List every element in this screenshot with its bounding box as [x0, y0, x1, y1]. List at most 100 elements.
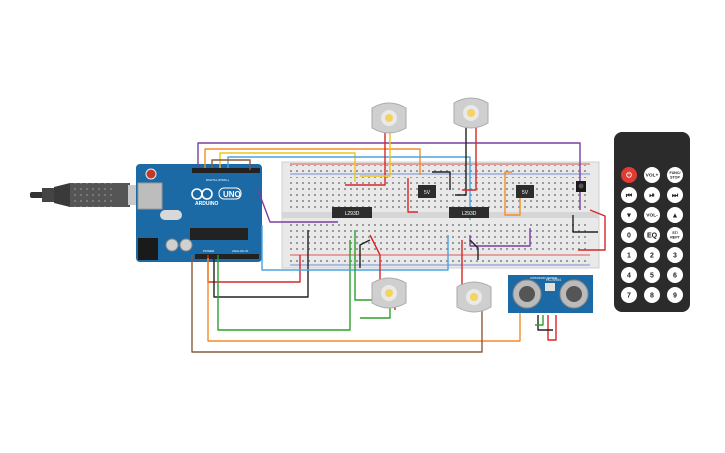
- remote-button-prev-cap: [621, 187, 637, 203]
- dc-motor-2[interactable]: [453, 97, 489, 129]
- wires: [191, 128, 606, 353]
- remote-button-st-rept-cap: [667, 227, 683, 243]
- wire-red-motor1: [345, 133, 386, 186]
- regulator-2-label: 5V: [522, 190, 529, 196]
- wire-black-gnd: [213, 230, 309, 298]
- regulator-1-label: 5V: [424, 190, 431, 196]
- arduino-brand-label: ARDUINO: [195, 201, 218, 207]
- remote-button-digit-7-cap: [621, 287, 637, 303]
- sensor-model-label: HC-SR04: [546, 278, 561, 282]
- remote-button-vol-down-label: VOL-: [646, 213, 658, 219]
- remote-button-digit-6-cap: [667, 267, 683, 283]
- regulator-2[interactable]: 5V: [516, 185, 534, 198]
- remote-button-next-label: ⏭: [672, 192, 679, 199]
- digital-header: [192, 168, 260, 173]
- remote-button-digit-0[interactable]: 0: [621, 227, 637, 243]
- remote-button-eq-cap: [644, 227, 660, 243]
- wire-orange-b: [504, 171, 521, 216]
- wire-brown: [211, 159, 251, 170]
- wire-red-sensor: [547, 315, 557, 341]
- remote-button-func-stop-label: FUNC/: [670, 171, 681, 175]
- wire-blue: [227, 156, 471, 220]
- remote-button-digit-3-cap: [667, 247, 683, 263]
- remote-button-next[interactable]: ⏭: [667, 187, 683, 203]
- remote-button-vol-up-label: VOL+: [646, 173, 659, 179]
- arduino-uno-board[interactable]: ARDUINO UNO DIGITAL (PWM~) POWER ANALOG …: [136, 164, 262, 262]
- remote-button-digit-9[interactable]: 9: [667, 287, 683, 303]
- driver-ic-2-label: L293D: [462, 211, 477, 217]
- remote-button-digit-8-cap: [644, 287, 660, 303]
- remote-button-st-rept[interactable]: ST/REPT: [667, 227, 683, 243]
- dc-motor-1[interactable]: [371, 102, 407, 134]
- wire-red-e: [578, 209, 606, 251]
- remote-button-st-rept-label: ST/: [672, 231, 678, 235]
- wire-red-motor2: [462, 128, 477, 191]
- remote-button-digit-2[interactable]: 2: [644, 247, 660, 263]
- breadboard[interactable]: [281, 161, 600, 269]
- wire-orange: [204, 148, 421, 175]
- reset-button[interactable]: [145, 168, 157, 180]
- remote-button-digit-5-cap: [644, 267, 660, 283]
- sensor-side-label: ULTRASONIC SENSOR: [530, 277, 557, 280]
- analog-pins-label: ANALOG IN: [232, 249, 248, 253]
- remote-button-digit-0-cap: [621, 227, 637, 243]
- remote-button-digit-9-label: 9: [673, 292, 677, 299]
- remote-button-digit-8[interactable]: 8: [644, 287, 660, 303]
- usb-cable[interactable]: [30, 183, 140, 207]
- atmega-chip: [190, 228, 248, 240]
- remote-button-digit-8-label: 8: [650, 292, 654, 299]
- sensor-crystal: [545, 283, 555, 291]
- wire-black-motor2: [455, 128, 467, 196]
- wire-purple-b: [257, 189, 338, 223]
- wire-purple: [197, 142, 581, 210]
- remote-button-digit-7[interactable]: 7: [621, 287, 637, 303]
- remote-button-digit-5[interactable]: 5: [644, 267, 660, 283]
- remote-button-digit-4[interactable]: 4: [621, 267, 637, 283]
- ir-receiver[interactable]: [576, 181, 586, 192]
- remote-button-vol-up-cap: [644, 167, 660, 183]
- remote-button-func-stop[interactable]: FUNC/STOP: [667, 167, 683, 183]
- remote-button-digit-6[interactable]: 6: [667, 267, 683, 283]
- power-analog-header: [195, 254, 259, 259]
- wire-black-sensor: [537, 315, 553, 331]
- remote-button-digit-4-cap: [621, 267, 637, 283]
- wire-red-b: [407, 178, 418, 213]
- ultrasonic-sensor[interactable]: HC-SR04 ULTRASONIC SENSOR: [508, 275, 593, 313]
- wire-green-a: [217, 240, 351, 331]
- remote-button-down[interactable]: ▼: [621, 207, 637, 223]
- wire-black-c: [359, 239, 371, 268]
- remote-button-eq[interactable]: EQ: [644, 227, 660, 243]
- remote-button-power[interactable]: ⏻: [621, 167, 637, 183]
- remote-button-vol-down[interactable]: VOL-: [644, 207, 660, 223]
- driver-ic-1[interactable]: L293D: [332, 207, 372, 218]
- dc-motor-3[interactable]: [371, 277, 407, 309]
- remote-button-digit-1-label: 1: [627, 252, 631, 259]
- remote-button-power-label: ⏻: [626, 171, 632, 179]
- remote-button-digit-4-label: 4: [627, 272, 631, 279]
- remote-button-down-cap: [621, 207, 637, 223]
- wire-orange-a: [207, 258, 521, 342]
- remote-button-vol-up[interactable]: VOL+: [644, 167, 660, 183]
- remote-button-func-stop-label: STOP: [670, 175, 680, 179]
- remote-button-play-pause[interactable]: ⏯: [644, 187, 660, 203]
- remote-button-func-stop-cap: [667, 167, 683, 183]
- remote-button-prev[interactable]: ⏮: [621, 187, 637, 203]
- driver-ic-2[interactable]: L293D: [449, 207, 489, 218]
- remote-button-up[interactable]: ▲: [667, 207, 683, 223]
- wire-brown-a: [191, 255, 483, 353]
- remote-button-digit-9-cap: [667, 287, 683, 303]
- remote-button-play-pause-label: ⏯: [649, 192, 655, 199]
- remote-button-digit-1[interactable]: 1: [621, 247, 637, 263]
- remote-button-next-cap: [667, 187, 683, 203]
- remote-button-prev-label: ⏮: [626, 192, 633, 199]
- wire-yellow-motor1: [360, 133, 391, 177]
- remote-button-digit-1-cap: [621, 247, 637, 263]
- remote-button-digit-3[interactable]: 3: [667, 247, 683, 263]
- power-pins-label: POWER: [203, 249, 215, 253]
- regulator-1[interactable]: 5V: [418, 185, 436, 198]
- remote-button-up-label: ▲: [672, 212, 679, 219]
- remote-button-st-rept-label: REPT: [670, 235, 680, 239]
- dc-motor-4[interactable]: [456, 281, 492, 313]
